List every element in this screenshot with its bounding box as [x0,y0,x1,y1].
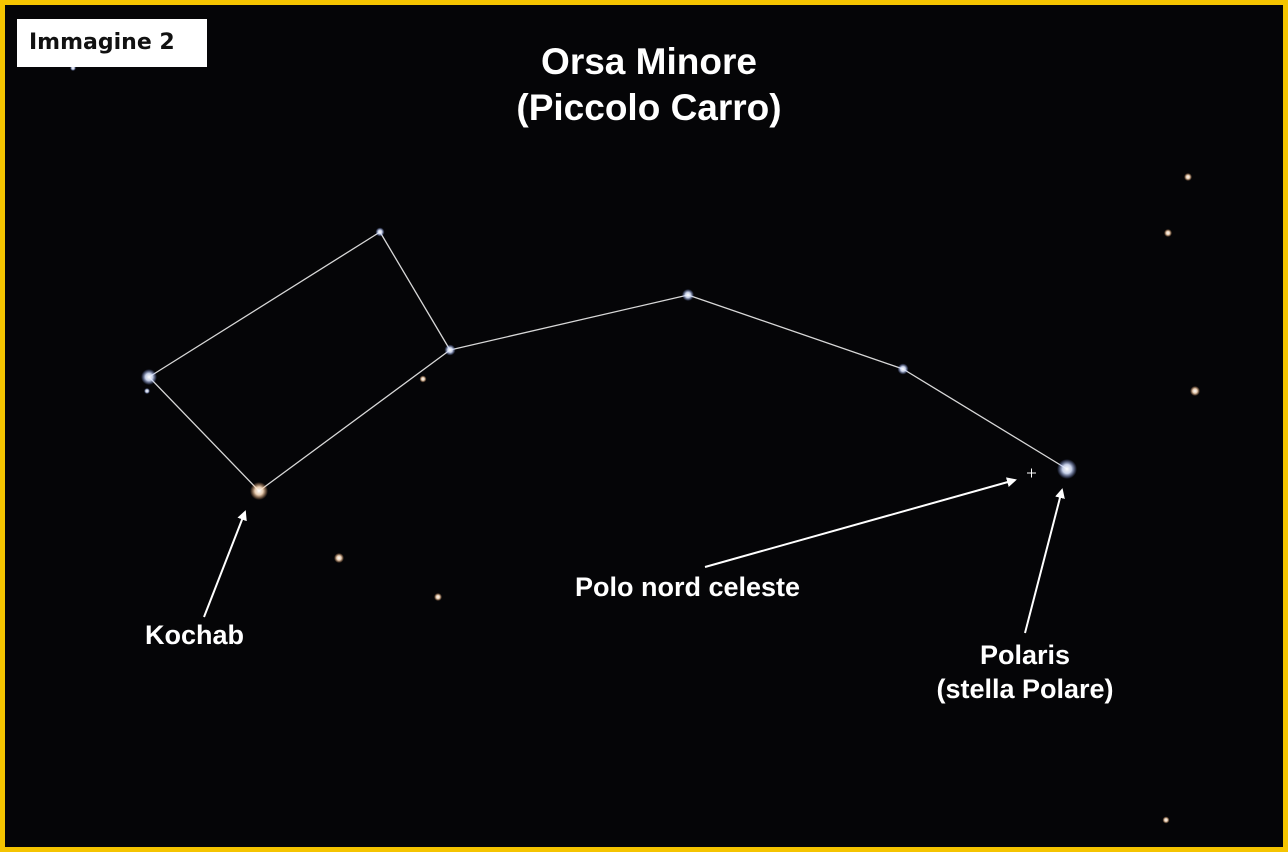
star [334,553,344,563]
label-polaris: Polaris [925,639,1125,672]
constellation-lines [149,232,1067,491]
arrow-celestial-pole [705,480,1015,567]
line-segment [450,295,688,350]
star [1184,173,1192,181]
line-segment [903,369,1067,469]
celestial-pole-marker [1027,469,1036,478]
star [434,593,442,601]
background-stars [70,65,1200,824]
title-line-2: (Piccolo Carro) [5,85,1288,131]
star [682,289,694,301]
constellation-stars [141,228,1077,501]
star [898,364,909,375]
star-polaris [1057,459,1077,479]
star [1163,817,1170,824]
title-line-1: Orsa Minore [5,39,1288,85]
label-celestial-pole: Polo nord celeste [575,571,800,604]
star [1164,229,1172,237]
line-segment [259,350,450,491]
line-segment [149,377,259,491]
line-segment [688,295,903,369]
pointer-arrows [204,480,1062,633]
star-kochab [250,482,268,500]
star [420,376,427,383]
line-segment [380,232,450,350]
star [445,345,456,356]
star-chart [5,5,1288,852]
arrow-kochab [204,512,245,617]
arrow-polaris [1025,490,1062,633]
label-polaris-note: (stella Polare) [915,673,1135,706]
star [144,388,150,394]
star [376,228,385,237]
label-kochab: Kochab [145,619,244,652]
line-segment [149,232,380,377]
star [141,369,157,385]
star [1190,386,1200,396]
